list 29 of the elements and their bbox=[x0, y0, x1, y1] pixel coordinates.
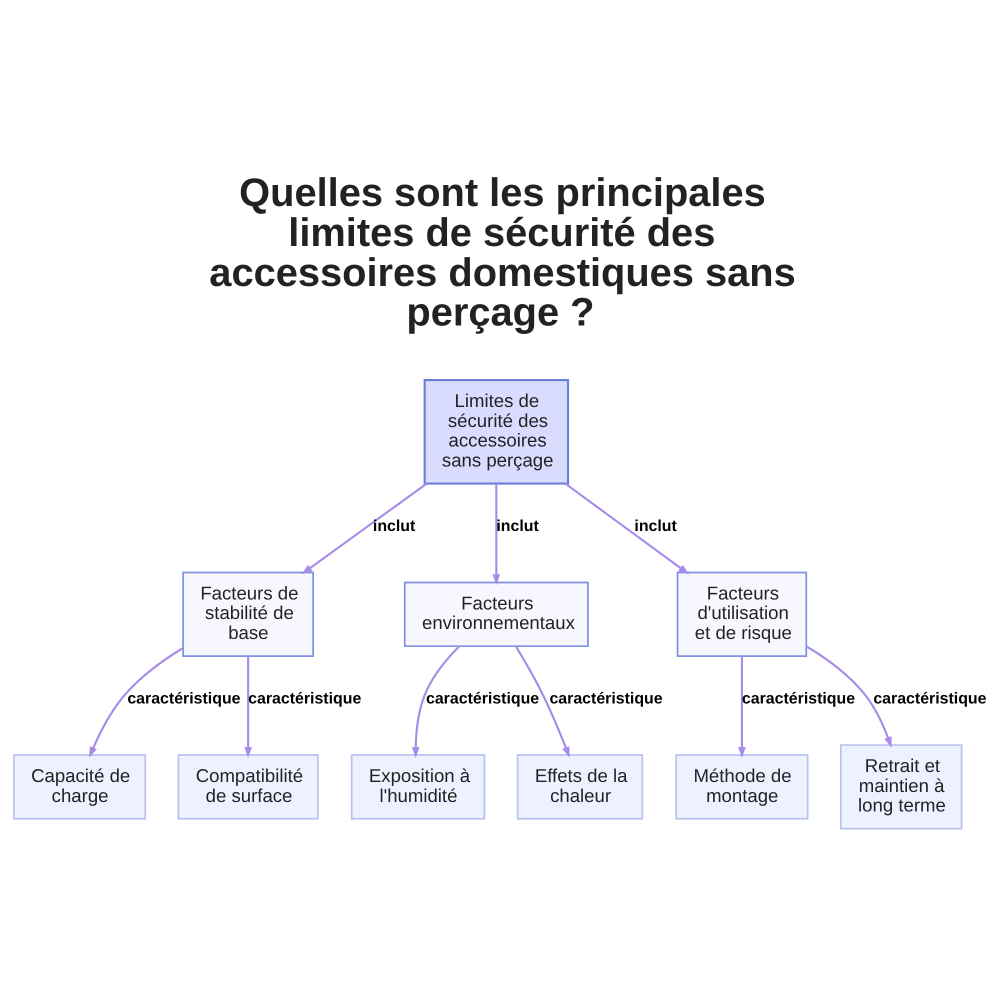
node-box: Facteurs d'utilisation et de risque bbox=[676, 571, 808, 656]
node-box: Effets de la chaleur bbox=[516, 754, 644, 820]
node-box: Facteurs de stabilité de base bbox=[182, 571, 314, 656]
edge-label: inclut bbox=[634, 517, 677, 534]
edge-label: caractéristique bbox=[127, 690, 241, 707]
arrow bbox=[89, 646, 184, 758]
arrow bbox=[301, 482, 428, 574]
edge-label: caractéristique bbox=[549, 690, 663, 707]
node-box: Compatibilité de surface bbox=[178, 754, 319, 820]
arrow bbox=[412, 645, 460, 758]
node-box: Facteurs environnementaux bbox=[404, 581, 589, 647]
arrow bbox=[564, 482, 690, 574]
arrow bbox=[514, 645, 570, 758]
edge-label: caractéristique bbox=[426, 690, 540, 707]
node-box: Limites de sécurité des accessoires sans perçage bbox=[424, 378, 570, 484]
node-box: Méthode de montage bbox=[675, 754, 808, 820]
edge-label: inclut bbox=[496, 517, 539, 534]
arrow bbox=[244, 656, 252, 758]
edge-label: caractéristique bbox=[873, 690, 986, 707]
arrow bbox=[492, 483, 500, 585]
arrow bbox=[806, 645, 892, 748]
node-box: Capacité de charge bbox=[12, 754, 146, 820]
edge-label: inclut bbox=[372, 517, 416, 534]
edge-label: caractéristique bbox=[742, 690, 856, 707]
node-box: Retrait et maintien à long terme bbox=[840, 744, 962, 830]
node-box: Exposition à l'humidité bbox=[350, 754, 486, 820]
diagram-title: Quelles sont les principales limites de sécurité des accessoires domestiques sans perçage ? bbox=[209, 170, 796, 334]
edge-label: caractéristique bbox=[248, 690, 362, 707]
arrow bbox=[738, 656, 746, 758]
